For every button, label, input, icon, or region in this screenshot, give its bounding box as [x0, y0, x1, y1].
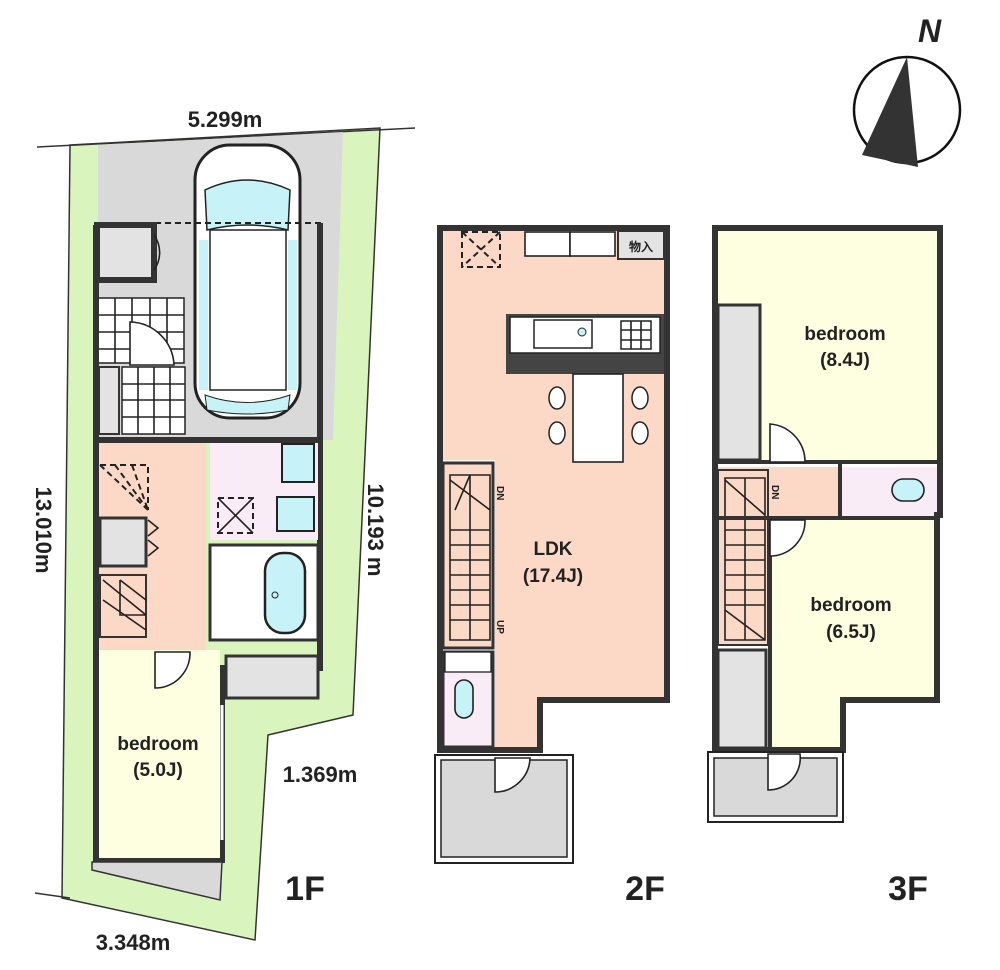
storage-label: 物入: [629, 239, 653, 254]
stair-down-marker: DN: [494, 486, 505, 500]
room-name: bedroom: [117, 734, 198, 755]
door-swing-icon: [153, 234, 161, 271]
entrance-door-swing-icon: [129, 321, 175, 366]
bathtub-icon: [263, 551, 307, 635]
door-swing-icon: [767, 753, 802, 791]
stair-down-marker: DN: [769, 485, 780, 499]
dimension-right: 10.193 m: [363, 484, 388, 577]
door-swing-icon: [154, 651, 191, 689]
bedroom-3f-large: [715, 228, 940, 462]
room-name: LDK: [533, 539, 572, 560]
closet-3f: [716, 648, 768, 750]
floor-2f: 物入 DN UP: [434, 225, 670, 908]
toilet-icon: [454, 679, 474, 719]
stairs-icon: [717, 469, 769, 646]
north-arrow-icon: [862, 57, 918, 167]
room-size: (8.4J): [820, 350, 870, 371]
toilet-icon: [891, 478, 925, 502]
stairs-icon: [98, 464, 160, 638]
washing-machine-icon: [276, 496, 315, 532]
dimension-bottom: 3.348m: [96, 930, 171, 955]
car-icon: [193, 143, 302, 420]
stair-up-marker: UP: [494, 620, 505, 634]
skylight-icon: [461, 231, 501, 268]
room-size: (6.5J): [826, 622, 876, 643]
lot-front-line: [36, 127, 416, 148]
door-swing-icon: [769, 423, 806, 463]
stairs-icon: [441, 461, 495, 650]
building-1f: [91, 222, 323, 901]
compass: N: [852, 13, 962, 167]
dining-table-icon: [548, 373, 649, 463]
floor-label-3f: 3F: [888, 870, 928, 908]
entrance-tiles: [97, 297, 186, 435]
lot-back-line: [34, 892, 71, 899]
floor-1f: bedroom (5.0J) 5.299m 13.010m 10.193 m 1…: [31, 107, 416, 955]
stove-icon: [620, 320, 652, 350]
dimension-inner-step: 1.369m: [283, 762, 358, 787]
cabinet: [524, 231, 571, 257]
storage-1f: [224, 654, 320, 700]
outdoor-storage: [94, 222, 157, 283]
room-name: bedroom: [804, 324, 885, 345]
closet-3f: [716, 303, 762, 462]
dimension-top: 5.299m: [188, 107, 263, 132]
room-size: (17.4J): [523, 566, 583, 587]
floor-3f: DN bedroom (8.4J) bedroom (6.5J) 3F: [707, 225, 943, 908]
floor-label-2f: 2F: [625, 870, 665, 908]
kitchen-counter: [506, 314, 664, 374]
bedroom-3f-small: [770, 518, 937, 750]
door-swing-icon: [769, 519, 806, 557]
room-name: bedroom: [810, 595, 891, 616]
hatch-icon: [217, 497, 254, 534]
door-swing-icon: [494, 757, 531, 793]
rear-area: [91, 861, 223, 901]
compass-label: N: [918, 13, 942, 49]
washbasin-icon: [281, 443, 315, 483]
floor-label-1f: 1F: [285, 870, 325, 908]
storage-2f: [617, 230, 665, 260]
cabinet: [569, 231, 616, 257]
dimension-left: 13.010m: [31, 487, 56, 574]
room-size: (5.0J): [133, 760, 183, 781]
